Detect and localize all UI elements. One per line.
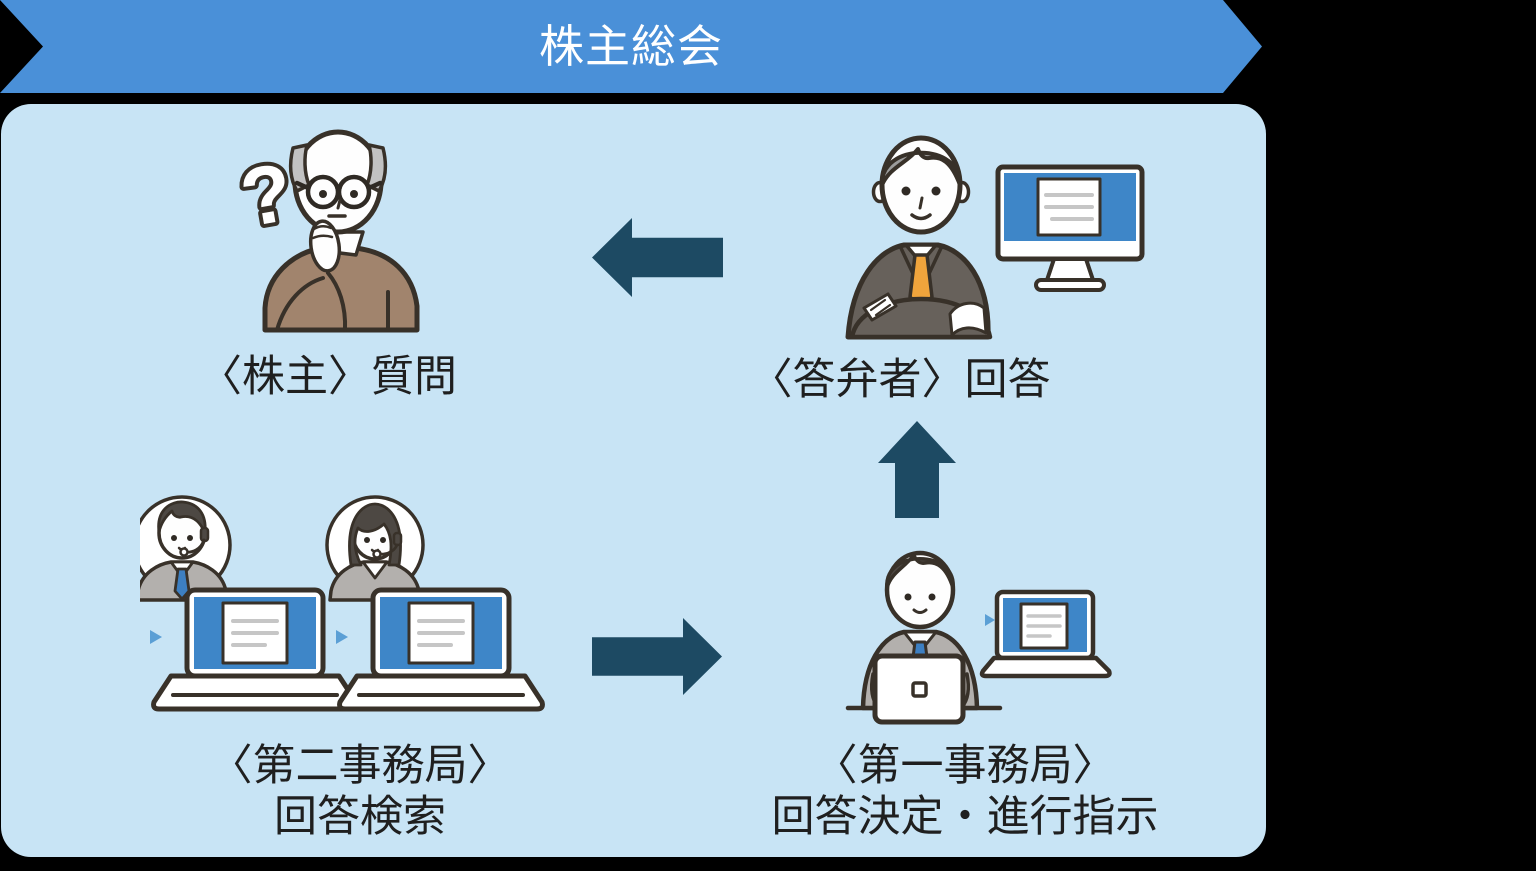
play-marker-icon — [985, 614, 995, 626]
respondent-label: 〈答弁者〉回答 — [749, 356, 1051, 404]
banner-ribbon: 株主総会 — [0, 0, 1262, 93]
secretariat1-label-line1: 〈第一事務局〉 — [814, 742, 1116, 790]
secretariat2-label: 〈第二事務局〉 回答検索 — [170, 741, 550, 843]
secretariat1-label: 〈第一事務局〉 回答決定・進行指示 — [758, 741, 1172, 843]
laptop-icon — [154, 590, 357, 709]
elderly-man-thinking-icon: ? — [230, 129, 420, 333]
desktop-monitor-icon — [995, 164, 1145, 292]
side-laptop-icon — [979, 589, 1112, 679]
laptop-back-icon — [872, 653, 966, 725]
secretariat2-label-line1: 〈第二事務局〉 — [209, 742, 511, 790]
shareholder-label: 〈株主〉質問 — [199, 353, 457, 401]
play-marker-icon — [150, 630, 162, 644]
old-man-bust — [262, 129, 420, 333]
male-operator-headset-icon — [140, 495, 232, 602]
secretariat2-label-line2: 回答検索 — [274, 793, 446, 841]
clerk-at-laptop-icon — [845, 550, 1112, 725]
businessman-bust — [845, 135, 993, 340]
operators-with-laptops-icon — [140, 495, 560, 722]
glasses-icon — [294, 174, 383, 210]
female-operator-headset-icon — [325, 495, 425, 602]
laptop-icon — [340, 590, 543, 709]
play-marker-icon — [336, 630, 348, 644]
secretariat1-label-line2: 回答決定・進行指示 — [771, 793, 1159, 841]
headset-earcup — [392, 531, 403, 547]
businessman-arms-crossed-icon — [845, 135, 1145, 340]
banner-title: 株主総会 — [538, 21, 723, 72]
